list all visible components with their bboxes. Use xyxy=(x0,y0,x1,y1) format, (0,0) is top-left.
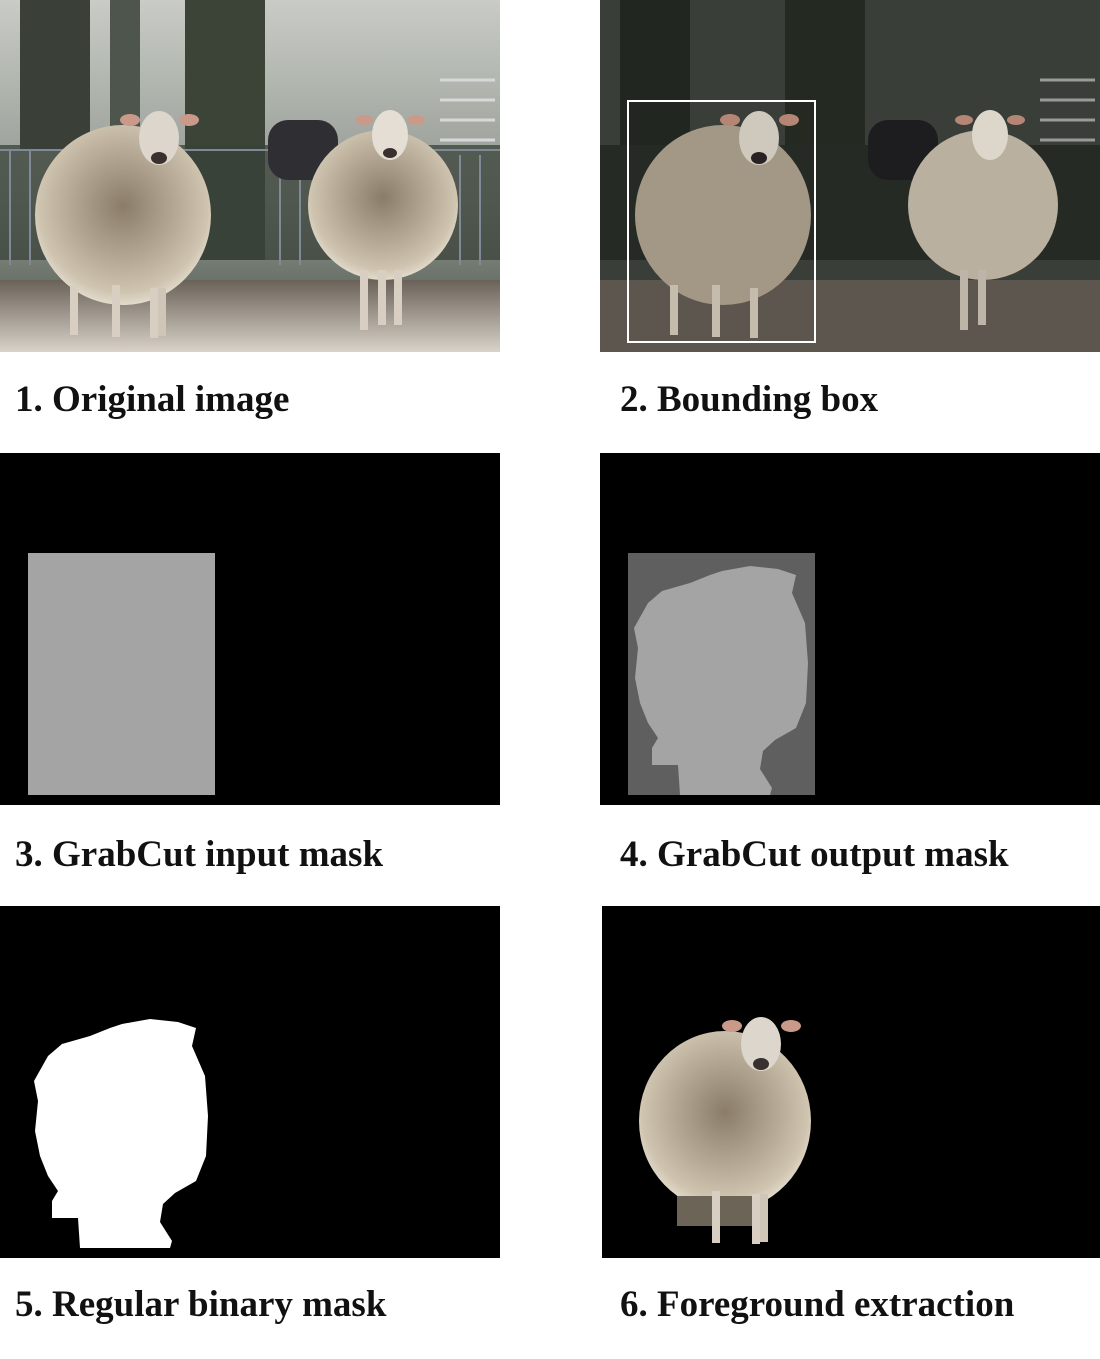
extracted-sheep xyxy=(639,1017,811,1244)
caption-original-image: 1. Original image xyxy=(15,379,290,420)
grabcut-output-mask xyxy=(600,453,1100,805)
original-image xyxy=(0,0,500,352)
caption-foreground-extraction: 6. Foreground extraction xyxy=(620,1284,1015,1325)
right-sheep xyxy=(308,110,458,330)
caption-grabcut-output-mask: 4. GrabCut output mask xyxy=(620,834,1009,875)
probable-foreground-blob xyxy=(634,566,808,795)
right-sheep xyxy=(908,110,1058,330)
grabcut-output-mask-panel xyxy=(600,453,1100,805)
caption-grabcut-input-mask: 3. GrabCut input mask xyxy=(15,834,384,875)
grabcut-input-mask-panel xyxy=(0,453,500,805)
caption-bounding-box: 2. Bounding box xyxy=(620,379,879,420)
regular-binary-mask-panel xyxy=(0,906,500,1258)
regular-binary-mask xyxy=(0,906,500,1258)
grabcut-input-mask xyxy=(0,453,500,805)
probable-foreground-region xyxy=(28,553,215,795)
caption-regular-binary-mask: 5. Regular binary mask xyxy=(15,1284,387,1325)
left-sheep xyxy=(635,111,811,338)
bounding-box-rectangle xyxy=(627,100,816,343)
bounding-box-panel xyxy=(600,0,1100,352)
foreground-blob xyxy=(34,1019,208,1248)
foreground-extraction xyxy=(602,906,1100,1258)
left-sheep xyxy=(35,111,211,338)
original-image-panel xyxy=(0,0,500,352)
bounding-box-image xyxy=(600,0,1100,352)
foreground-extraction-panel xyxy=(602,906,1100,1258)
